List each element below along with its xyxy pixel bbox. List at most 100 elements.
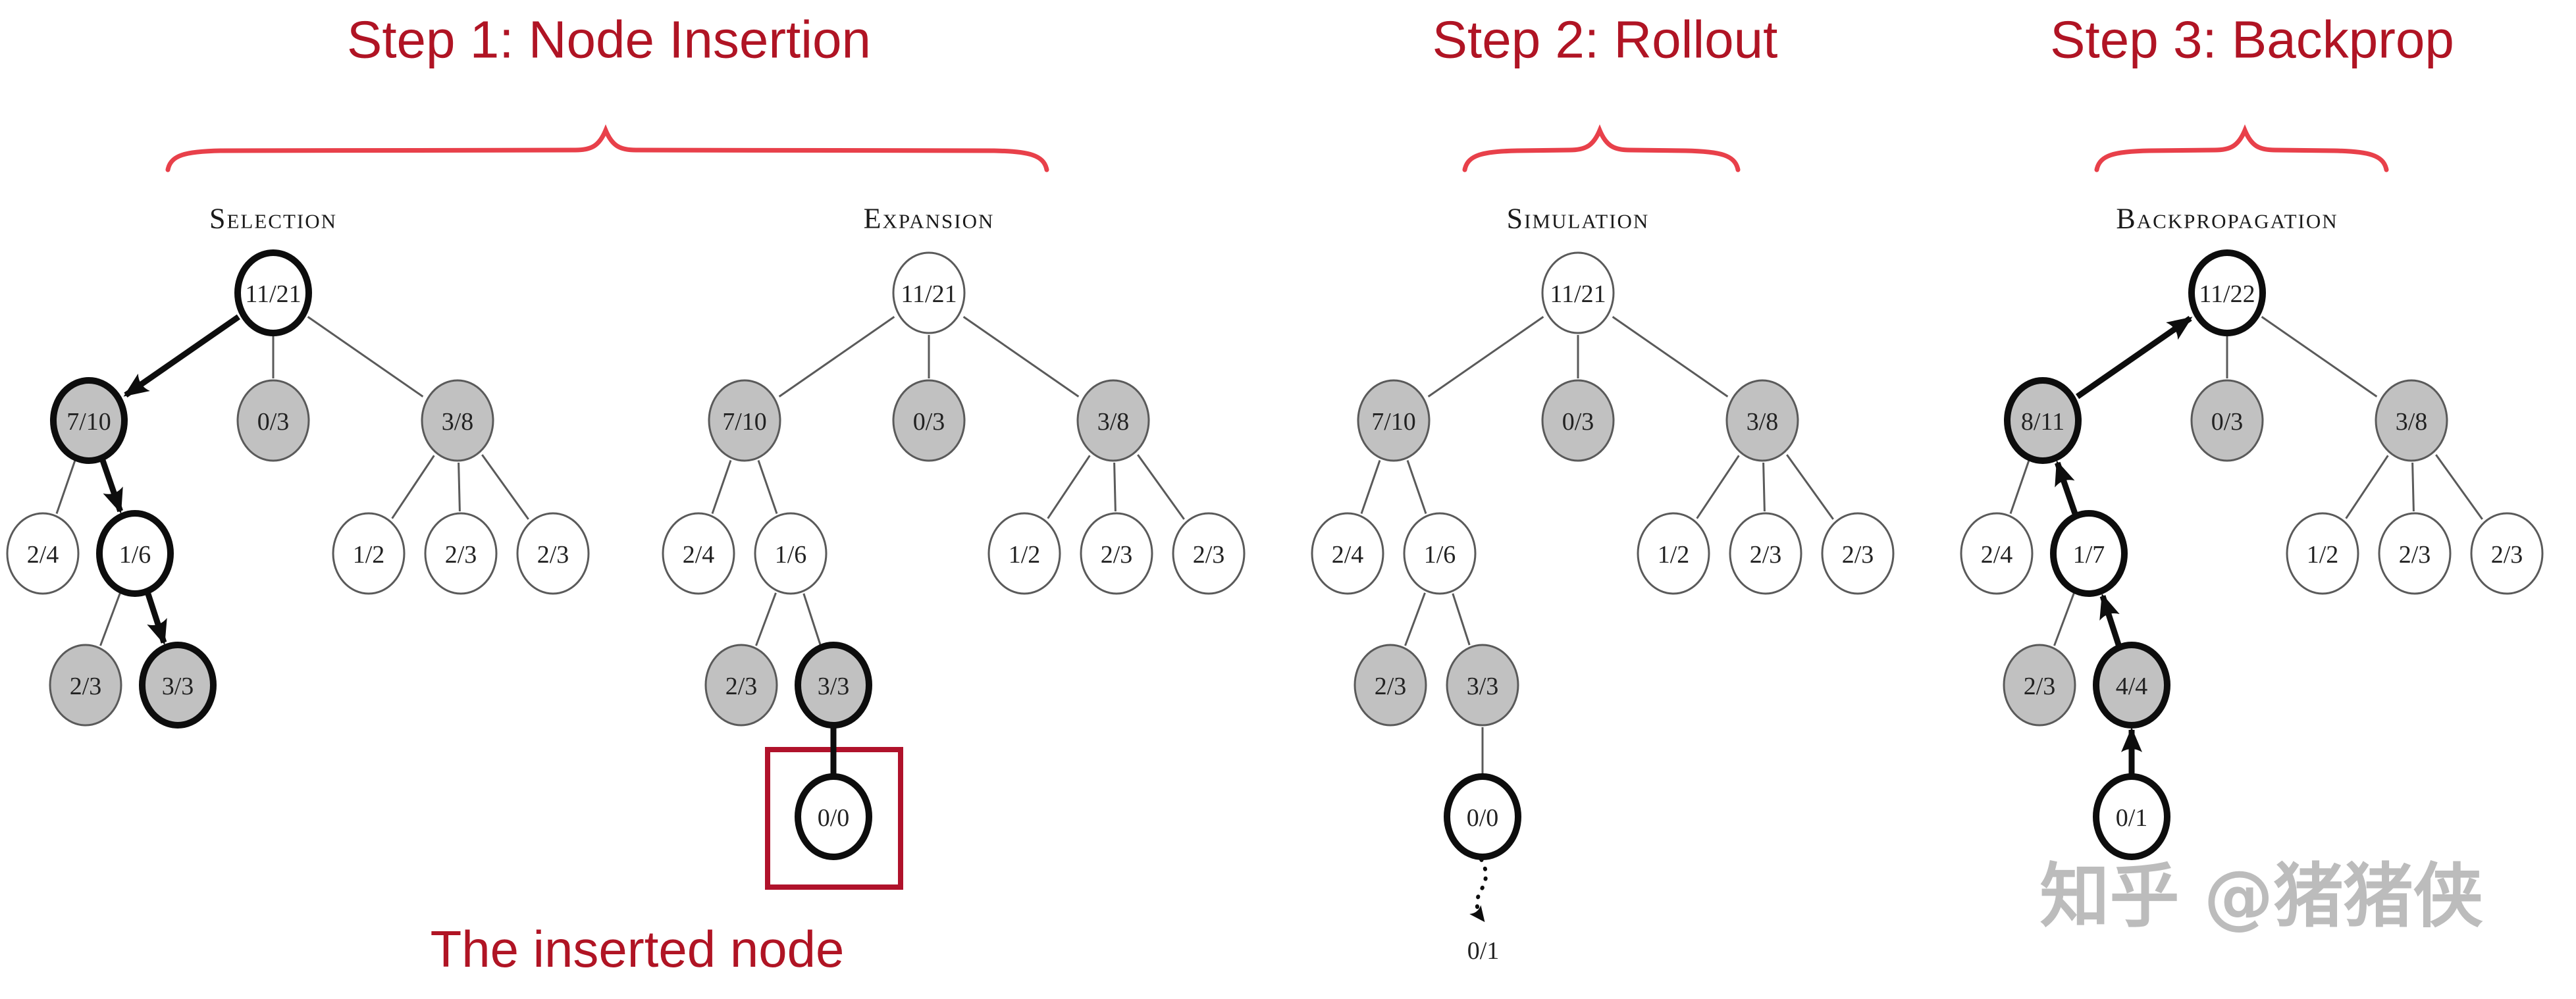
node-value: 0/0	[818, 804, 850, 832]
node-expansion-r	[1076, 379, 1150, 462]
node-backpropagation-lr	[2050, 510, 2128, 597]
edge-r-rm	[1113, 462, 1117, 512]
edge-l-ll	[55, 460, 76, 514]
node-simulation-rm	[1729, 512, 1802, 595]
node-backpropagation-rm	[2378, 512, 2452, 595]
node-expansion-rl	[987, 512, 1061, 595]
node-value: 1/2	[2307, 541, 2339, 569]
node-expansion-l	[708, 379, 781, 462]
node-value: 2/3	[1842, 541, 1874, 569]
node-value: 2/3	[537, 541, 569, 569]
edge-root-r	[307, 316, 424, 397]
step1-title: Step 1: Node Insertion	[347, 11, 871, 69]
edge-r-rl	[391, 455, 435, 519]
step3-title: Step 3: Backprop	[2050, 11, 2454, 69]
edge-lrr-lr	[2099, 593, 2122, 646]
edge-root-l	[778, 316, 895, 397]
node-value: 1/7	[2073, 541, 2105, 569]
node-value: 11/21	[901, 280, 957, 308]
node-selection-r	[421, 379, 494, 462]
node-value: 8/11	[2021, 408, 2064, 436]
node-expansion-rr	[1172, 512, 1246, 595]
edge-r-rr	[1786, 454, 1834, 520]
node-value: 2/3	[70, 673, 102, 700]
edge-r-rm	[458, 462, 461, 512]
node-value: 1/2	[353, 541, 385, 569]
edge-l-lr	[99, 459, 123, 514]
node-value: 2/3	[1750, 541, 1782, 569]
node-value: 0/3	[2211, 408, 2244, 436]
watermark: 知乎 @猪猪侠	[2040, 856, 2484, 937]
simulation-label: Simulation	[1507, 203, 1650, 235]
edge-r-rl	[2345, 455, 2389, 519]
edge-l-ll	[1360, 460, 1381, 514]
node-simulation-extra	[1444, 773, 1521, 860]
node-selection-rr	[516, 512, 590, 595]
edge-root-r	[2261, 316, 2378, 397]
node-selection-lr	[96, 510, 174, 597]
node-value: 2/4	[27, 541, 59, 569]
node-value: 2/3	[1375, 673, 1407, 700]
node-simulation-l	[1357, 379, 1431, 462]
edge-r-rr	[481, 454, 529, 520]
node-selection-rl	[332, 512, 406, 595]
node-selection-l	[50, 377, 128, 464]
node-simulation-lrr	[1446, 644, 1519, 727]
edge-lr-lrl	[755, 592, 777, 646]
node-simulation-r	[1725, 379, 1799, 462]
node-value: 2/3	[445, 541, 477, 569]
node-simulation-root	[1541, 251, 1615, 334]
node-value: 1/6	[775, 541, 807, 569]
node-value: 7/10	[66, 408, 111, 436]
edge-l-lr	[757, 460, 778, 514]
node-value: 1/6	[119, 541, 151, 569]
node-value: 11/21	[245, 280, 301, 308]
edge-l-ll	[2009, 460, 2030, 514]
edge-r-rr	[1137, 454, 1185, 520]
node-backpropagation-rl	[2286, 512, 2359, 595]
node-backpropagation-root	[2188, 249, 2266, 336]
edge-r-rm	[2411, 462, 2415, 512]
node-value: 11/21	[1550, 280, 1606, 308]
node-value: 1/6	[1424, 541, 1456, 569]
node-value: 2/4	[1332, 541, 1364, 569]
node-value: 3/3	[818, 673, 850, 700]
edge-r-rl	[1696, 455, 1740, 519]
edge-lr-lrr	[1452, 593, 1471, 646]
node-value: 2/3	[2491, 541, 2523, 569]
node-backpropagation-lrr	[2093, 642, 2170, 729]
node-expansion-extra	[795, 773, 872, 860]
node-value: 2/3	[1101, 541, 1133, 569]
node-value: 0/0	[1467, 804, 1499, 832]
edge-root-l	[1427, 316, 1544, 397]
node-value: 11/22	[2199, 280, 2255, 308]
step2-title: Step 2: Rollout	[1433, 11, 1778, 69]
node-simulation-ll	[1311, 512, 1384, 595]
node-value: 3/3	[162, 673, 194, 700]
edge-r-rr	[2435, 454, 2483, 520]
node-simulation-rl	[1637, 512, 1710, 595]
node-value: 1/2	[1009, 541, 1041, 569]
node-value: 3/8	[1097, 408, 1130, 436]
edge-l-ll	[711, 460, 732, 514]
edge-root-r	[962, 316, 1080, 397]
node-backpropagation-r	[2375, 379, 2448, 462]
rollout-arrow-icon	[1469, 858, 1488, 923]
node-value: 2/3	[2024, 673, 2056, 700]
edge-lr-lrl	[1404, 592, 1426, 646]
node-simulation-m	[1541, 379, 1615, 462]
node-value: 4/4	[2116, 673, 2148, 700]
node-value: 2/4	[1981, 541, 2013, 569]
backpropagation-label: Backpropagation	[2116, 203, 2338, 235]
node-expansion-lr	[754, 512, 828, 595]
node-expansion-root	[892, 251, 966, 334]
node-expansion-m	[892, 379, 966, 462]
node-selection-root	[234, 249, 312, 336]
edge-l-root	[2076, 316, 2193, 399]
node-expansion-lrr	[795, 642, 872, 729]
node-expansion-ll	[662, 512, 735, 595]
